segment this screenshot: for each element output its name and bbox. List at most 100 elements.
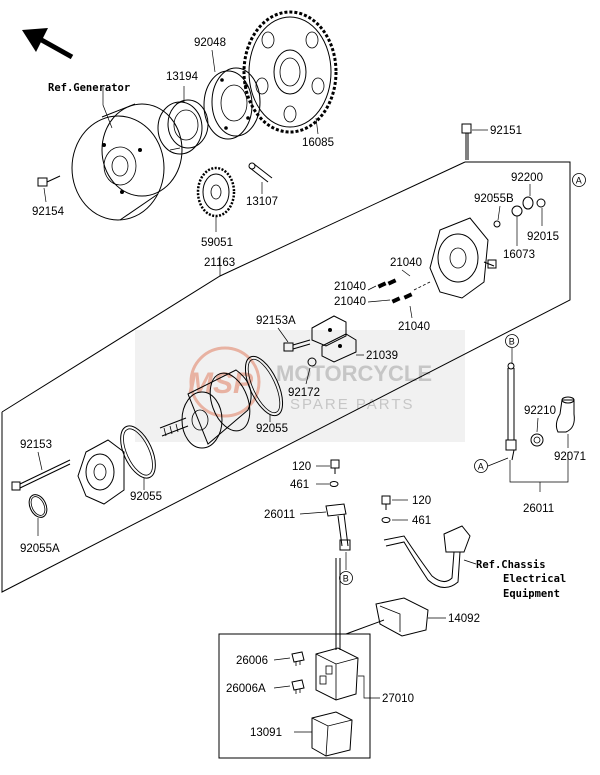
starter-gear-16085 [242,10,338,134]
leader-26011-left [299,511,327,515]
ref-chassis-2: Electrical [503,573,566,585]
leader-21040a [401,269,411,277]
nut-92210 [530,433,544,447]
bolt-92154 [37,175,61,187]
label-26011-left: 26011 [264,509,295,521]
label-16073: 16073 [503,249,535,261]
relay-box [218,633,371,759]
marker-a-top: A [572,173,586,187]
oring-92055a [28,494,48,518]
washer-461-upper [329,481,339,487]
leader-21040d [409,305,413,319]
label-92048: 92048 [194,37,226,49]
end-cover-left [77,439,125,505]
leader-21040c [367,299,391,303]
motor-yoke [159,369,252,449]
starter-clutch-13194 [157,99,209,155]
oring-92055-left [120,425,156,479]
washer-16073 [511,205,523,217]
relay-cover-14092 [375,597,429,637]
label-92055b: 92055B [474,193,514,205]
cap-92071 [555,396,575,433]
washer-92200 [522,196,534,210]
label-13107: 13107 [246,196,278,208]
label-92055-left: 92055 [130,491,162,503]
washer-461-lower [381,517,391,523]
label-16085: 16085 [302,137,334,149]
nut-92015 [536,198,546,208]
boot-13091 [311,711,353,757]
watermark-logo-ring [189,346,261,418]
label-92153: 92153 [20,439,52,451]
starter-relay-27010 [315,647,359,701]
fuse-26006a [291,679,305,694]
leader-21040b [367,285,377,291]
generator-rotor [71,103,183,221]
label-92151: 92151 [490,125,522,137]
leader-92153a [277,327,289,343]
leader-16085 [315,117,319,135]
label-14092: 14092 [448,613,480,625]
label-26011-right: 26011 [523,503,554,515]
marker-a-bottom: A [474,459,488,473]
label-27010: 27010 [382,693,414,705]
label-120-upper: 120 [292,461,311,473]
bolt-120-lower [381,495,391,510]
label-21040c: 21040 [334,296,366,308]
label-461-upper: 461 [290,479,309,491]
plate-92048 [203,67,261,140]
ref-chassis-1: Ref.Chassis [476,559,546,571]
bolt-92153a [283,339,311,352]
brush-holder-21039 [311,315,357,363]
label-21040d: 21040 [398,321,430,333]
label-13194: 13194 [166,71,199,83]
leader-92210 [536,417,539,433]
battery-lead [383,525,471,588]
label-120-lower: 120 [412,495,431,507]
marker-a-bottom-text: A [478,461,484,471]
label-26006a: 26006A [226,683,266,695]
leader-92153 [37,451,43,471]
bolt-92153 [11,459,71,491]
end-cover-right [429,217,497,299]
label-21039: 21039 [366,350,398,362]
front-direction-arrow [22,28,74,60]
label-461-lower: 461 [412,515,431,527]
watermark-line1: MOTORCYCLE [276,361,432,386]
brushes-21040 [377,278,431,304]
marker-a-top-text: A [576,175,582,185]
leader-92154 [43,187,47,203]
bolt-120-upper [330,459,340,474]
starter-cable-26011-left [325,503,351,551]
screw-92172 [307,357,317,367]
label-26006: 26006 [236,655,268,667]
leader-92055b [497,205,501,221]
watermark-line2: SPARE PARTS [290,396,415,413]
label-21040a: 21040 [390,257,422,269]
label-92154: 92154 [32,206,65,218]
label-92200: 92200 [511,172,543,184]
label-92153a: 92153A [256,315,296,327]
starter-cable-26011-right [505,362,517,461]
fuse-26006 [291,651,305,666]
label-21040b: 21040 [334,281,366,293]
shaft-13107 [248,162,273,183]
leader-generator [102,87,113,129]
label-92071: 92071 [554,451,586,463]
label-59051: 59051 [201,237,233,249]
label-92015: 92015 [527,231,559,243]
leader-92172 [305,367,311,385]
label-21163: 21163 [204,257,235,269]
ref-generator: Ref.Generator [48,82,130,94]
leader-27010 [358,675,380,699]
label-92055a: 92055A [20,543,60,555]
marker-b-bottom: B [339,571,353,585]
label-92210: 92210 [524,405,556,417]
leader-26011-right [509,452,569,483]
ref-chassis-3: Equipment [503,588,560,600]
oring-92055b [493,220,501,228]
watermark: MSP MOTORCYCLE SPARE PARTS [135,330,465,442]
idle-gear-59051 [196,166,236,218]
label-92172: 92172 [288,387,320,399]
